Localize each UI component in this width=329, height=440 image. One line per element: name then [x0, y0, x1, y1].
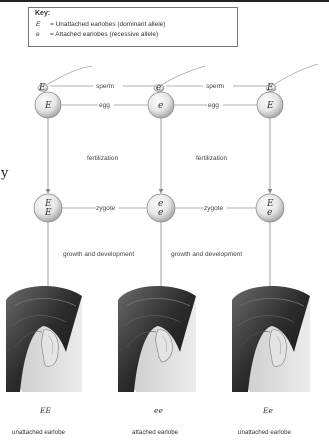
- phenotype-label-1: unattached earlobe: [12, 429, 66, 436]
- key-recessive-line: e = Attached earlobes (recessive allele): [36, 31, 158, 38]
- zygote-2-top-allele: e: [158, 199, 163, 209]
- key-title: Key:: [35, 10, 51, 17]
- key-recessive-symbol: e: [36, 31, 40, 38]
- sperm-allele-1: E: [38, 83, 46, 93]
- ear-illustration-unattached-1: [6, 285, 82, 392]
- key-dominant-text: = Unattached earlobes (dominant allele): [50, 21, 166, 28]
- egg-allele-1: E: [44, 101, 52, 111]
- key-recessive-text: = Attached earlobes (recessive allele): [50, 31, 159, 38]
- sperm-label-left: sperm: [96, 83, 114, 90]
- top-border: [0, 0, 329, 2]
- key-dominant-line: E = Unattached earlobes (dominant allele): [36, 21, 165, 28]
- ear-illustration-unattached-2: [232, 285, 310, 392]
- zygote-2-bottom-allele: e: [158, 208, 163, 218]
- sperm-label-right: sperm: [206, 83, 224, 90]
- egg-label-left: egg: [99, 102, 110, 109]
- cropped-edge-glyph: y: [1, 166, 9, 181]
- zygote-1-bottom-allele: E: [44, 208, 52, 218]
- zygote-label-left: zygote: [96, 205, 116, 212]
- ear-illustration-attached: [118, 285, 196, 392]
- sperm-head-2: [153, 84, 165, 92]
- phenotype-label-2: attached earlobe: [132, 429, 179, 436]
- growth-label-right: growth and development: [171, 251, 242, 258]
- key-dominant-symbol: E: [36, 21, 41, 28]
- sperm-tail-1: [43, 65, 93, 87]
- phenotype-label-3: unattached earlobe: [238, 429, 292, 436]
- genotype-label-2: ee: [154, 406, 163, 415]
- fertilization-label-right: fertilization: [196, 155, 227, 162]
- sperm-allele-2: e: [156, 83, 161, 93]
- sperm-tail-3: [271, 63, 319, 87]
- growth-label-left: growth and development: [63, 251, 134, 258]
- zygote-3-top-allele: E: [266, 199, 274, 209]
- sperm-allele-3: E: [266, 83, 274, 93]
- sperm-head-3: [265, 84, 277, 92]
- zygote-1-top-allele: E: [44, 199, 52, 209]
- zygote-3-bottom-allele: e: [267, 208, 272, 218]
- zygote-label-right: zygote: [204, 205, 224, 212]
- genotype-label-1: EE: [39, 406, 51, 415]
- egg-allele-2: e: [158, 101, 163, 111]
- egg-label-right: egg: [208, 102, 219, 109]
- fertilization-label-left: fertilization: [87, 155, 118, 162]
- sperm-head-1: [37, 84, 49, 92]
- genotype-label-3: Ee: [262, 406, 273, 415]
- egg-allele-3: E: [266, 101, 274, 111]
- sperm-tail-2: [159, 65, 206, 87]
- key-box: Key: E = Unattached earlobes (dominant al…: [28, 7, 238, 47]
